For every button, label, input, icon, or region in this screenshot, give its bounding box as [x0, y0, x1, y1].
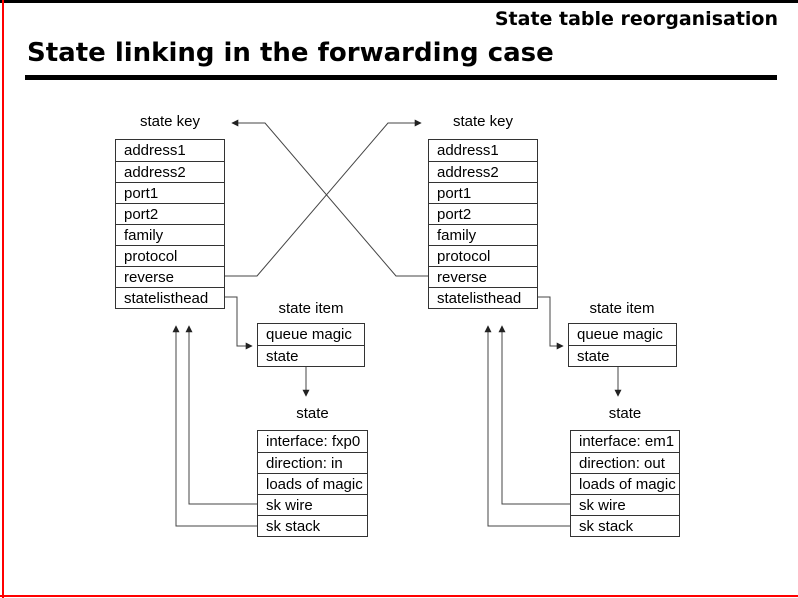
table-row: statelisthead	[116, 287, 224, 308]
table-row: interface: em1	[579, 433, 675, 450]
right-state-label: state	[608, 405, 642, 422]
table-row: address2	[116, 161, 224, 182]
connector-left-statelisthead-to-state-item	[225, 296, 253, 350]
connector-right-sk-wire-up	[498, 325, 570, 505]
table-row: statelisthead	[429, 287, 537, 308]
table-row: address2	[429, 161, 537, 182]
table-row: port2	[116, 203, 224, 224]
left-state-label: state	[296, 405, 329, 422]
table-row: sk stack	[258, 515, 367, 536]
bottom-border-line	[0, 595, 798, 597]
connector-right-sk-stack-up	[484, 325, 570, 527]
connector-left-reverse-to-right-key	[225, 119, 422, 277]
connector-left-sk-wire-up	[185, 325, 257, 505]
connector-right-statelisthead-to-state-item	[538, 296, 564, 350]
table-row: queue magic	[266, 326, 352, 343]
table-row: family	[116, 224, 224, 245]
table-row: reverse	[429, 266, 537, 287]
connector-right-reverse-to-left-key	[231, 119, 428, 277]
table-row: direction: out	[571, 452, 679, 473]
right-state-item-label: state item	[589, 300, 655, 317]
slide-header-label: State table reorganisation	[494, 8, 778, 30]
table-row: port1	[116, 182, 224, 203]
table-row: address1	[124, 142, 186, 159]
table-row: sk wire	[571, 494, 679, 515]
table-row: state	[569, 345, 676, 366]
connector-left-sk-stack-up	[172, 325, 257, 527]
table-row: loads of magic	[571, 473, 679, 494]
right-state-item-table: queue magic state	[568, 323, 677, 367]
table-row: port2	[429, 203, 537, 224]
table-row: sk stack	[571, 515, 679, 536]
table-row: loads of magic	[258, 473, 367, 494]
table-row: sk wire	[258, 494, 367, 515]
table-row: address1	[437, 142, 499, 159]
left-state-key-label: state key	[139, 113, 201, 130]
table-row: direction: in	[258, 452, 367, 473]
title-underline	[25, 75, 777, 80]
left-border-line	[2, 0, 4, 598]
table-row: reverse	[116, 266, 224, 287]
right-state-key-label: state key	[452, 113, 514, 130]
table-row: port1	[429, 182, 537, 203]
left-state-item-table: queue magic state	[257, 323, 365, 367]
table-row: state	[258, 345, 364, 366]
table-row: queue magic	[577, 326, 663, 343]
table-row: family	[429, 224, 537, 245]
table-row: protocol	[429, 245, 537, 266]
top-border-line	[0, 0, 798, 3]
table-row: interface: fxp0	[266, 433, 361, 450]
left-state-item-label: state item	[278, 300, 344, 317]
page-title: State linking in the forwarding case	[27, 38, 554, 68]
table-row: protocol	[116, 245, 224, 266]
